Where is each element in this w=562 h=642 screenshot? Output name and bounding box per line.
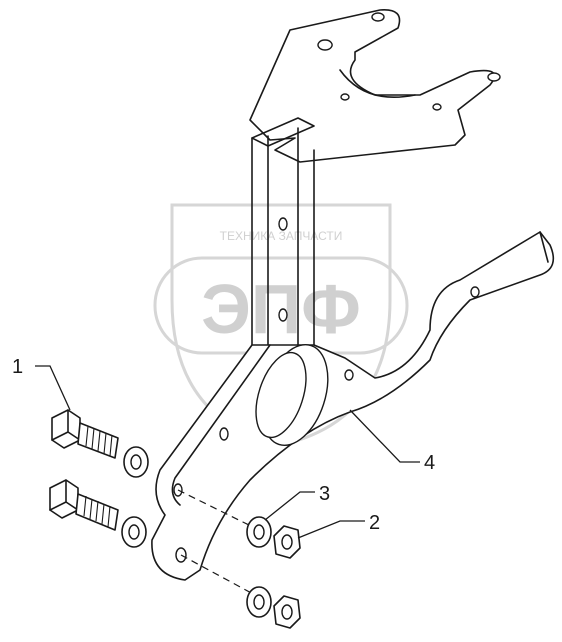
leader-line-1: [35, 365, 71, 411]
assembly-line-upper: [177, 489, 256, 529]
nut-upper: [273, 525, 301, 559]
main-bracket: [151, 231, 555, 581]
assembly-line-lower: [180, 554, 256, 596]
watermark-top-text: ТЕХНИКА ЗАПЧАСТИ: [220, 229, 343, 243]
leader-line-2: [297, 520, 365, 539]
upper-mount-plate: [249, 9, 501, 163]
bolt-upper: [51, 409, 119, 459]
callout-2: 2: [369, 512, 380, 534]
washer-bolt-upper: [123, 446, 149, 478]
washer-lower: [246, 586, 272, 618]
nut-lower: [273, 595, 301, 629]
washer-bolt-lower: [121, 516, 147, 548]
leader-line-4: [349, 409, 420, 463]
callout-4: 4: [424, 452, 435, 474]
callout-3: 3: [319, 483, 330, 505]
leader-line-3: [264, 491, 315, 521]
bolt-lower: [49, 479, 119, 531]
callout-1: 1: [12, 356, 23, 378]
washer-upper: [246, 516, 272, 548]
vertical-channel: [251, 117, 315, 346]
